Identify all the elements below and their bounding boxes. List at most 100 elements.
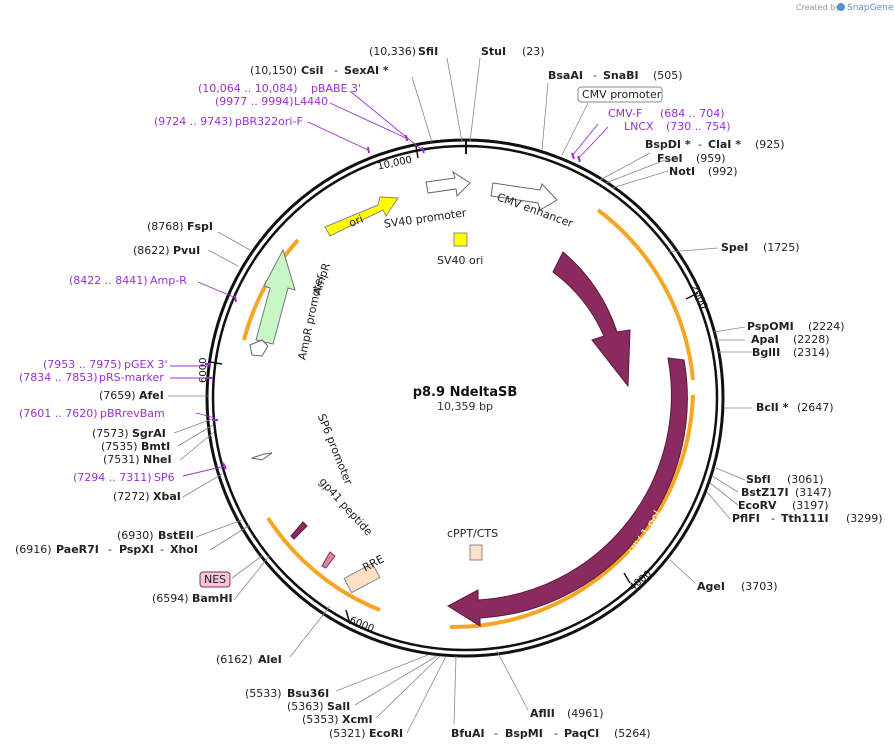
site-bcli[interactable]: BclI * (756, 401, 789, 414)
primer-prsmarker[interactable]: pRS-marker (99, 371, 164, 384)
tick-4000 (623, 572, 631, 584)
primer-lncx[interactable]: LNCX (624, 120, 654, 133)
site-pspxi[interactable]: PspXI (119, 543, 154, 556)
site-paer7i-sep: - (108, 543, 112, 556)
site-pos-agei: (3703) (741, 580, 778, 593)
site-bspdi[interactable]: BspDI * (645, 138, 691, 151)
site-aflii[interactable]: AflII (530, 707, 555, 720)
primer-pos-sp6: (7294 .. 7311) (73, 471, 152, 484)
sv40-ori-box[interactable] (453, 232, 468, 247)
tick-label-6000-left: 6000 (198, 358, 209, 383)
primer-pbabe3[interactable]: pBABE 3' (311, 82, 361, 95)
primer-sp6[interactable]: SP6 (154, 471, 175, 484)
site-csii[interactable]: CsiI (301, 64, 323, 77)
primer-cmvf[interactable]: CMV-F (608, 107, 642, 120)
site-ecori[interactable]: EcoRI (369, 727, 403, 740)
site-pos-sfii: (10,336) (369, 45, 416, 58)
hiv-pol-arrow[interactable] (447, 357, 688, 627)
ampr-arrow[interactable] (255, 248, 296, 345)
site-pos-fspi: (8768) (147, 220, 184, 233)
sp6-promoter-arrow[interactable] (250, 452, 273, 461)
site-sexai[interactable]: SexAI * (344, 64, 389, 77)
site-bfuai[interactable]: BfuAI (451, 727, 485, 740)
gp41-secondary-arrow[interactable] (321, 551, 336, 569)
ori-arrow[interactable] (324, 196, 399, 237)
created-by-label: Created by (796, 3, 840, 12)
hiv-gag-arrow[interactable] (552, 251, 631, 388)
cmv-enhancer-arrow[interactable] (490, 182, 558, 211)
site-pos-bsaai: (505) (653, 69, 683, 82)
sv40-promoter-arrow[interactable] (425, 170, 471, 198)
site-pos-paer7i: (6916) (15, 543, 52, 556)
primer-markers (205, 134, 581, 470)
primer-pos-pbr322: (9724 .. 9743) (154, 115, 233, 128)
sv40-promoter-label: SV40 promoter (383, 206, 468, 230)
site-pos-ecorv: (3197) (792, 499, 829, 512)
site-fsei[interactable]: FseI (657, 152, 683, 165)
primer-pbr322[interactable]: pBR322ori-F (235, 115, 303, 128)
ampr-promoter-arrow[interactable] (249, 339, 269, 357)
site-sbfi[interactable]: SbfI (746, 473, 771, 486)
primer-l4440[interactable]: L4440 (294, 95, 328, 108)
site-noti[interactable]: NotI (669, 165, 695, 178)
site-tth111i[interactable]: Tth111I (781, 512, 829, 525)
site-bspmi-sep: - (554, 727, 558, 740)
cppt-box[interactable] (469, 544, 483, 561)
cmv-promoter-tag[interactable] (577, 86, 663, 103)
site-paqci[interactable]: PaqCI (564, 727, 599, 740)
site-snabi[interactable]: SnaBI (603, 69, 639, 82)
primer-pgex3[interactable]: pGEX 3' (124, 358, 168, 371)
site-pos-bamhi: (6594) (152, 592, 189, 605)
site-sali[interactable]: SalI (327, 700, 350, 713)
site-xcmi[interactable]: XcmI (342, 713, 373, 726)
site-pos-nhei: (7531) (103, 453, 140, 466)
site-bsteii[interactable]: BstEII (158, 529, 194, 542)
site-xhoi[interactable]: XhoI (170, 543, 198, 556)
site-nhei[interactable]: NheI (143, 453, 172, 466)
leader-lines (168, 57, 752, 734)
site-bstz17i[interactable]: BstZ17I (741, 486, 789, 499)
site-bsu36i[interactable]: Bsu36I (287, 687, 329, 700)
site-xbai[interactable]: XbaI (153, 490, 181, 503)
orf-arc-env (266, 516, 381, 612)
site-apai[interactable]: ApaI (751, 333, 779, 346)
site-spei[interactable]: SpeI (721, 241, 748, 254)
tick-6000-left (209, 361, 223, 365)
nes-tag-label: NES (204, 573, 226, 586)
gp41-peptide-arrow[interactable] (290, 521, 308, 540)
rre-box[interactable] (343, 562, 381, 594)
site-pos-bstz17i: (3147) (795, 486, 832, 499)
tick-6000-bottom (345, 609, 351, 625)
site-bglii[interactable]: BglII (752, 346, 780, 359)
site-clai[interactable]: ClaI * (708, 138, 741, 151)
site-pvui[interactable]: PvuI (173, 244, 200, 257)
site-agei[interactable]: AgeI (697, 580, 725, 593)
site-stui[interactable]: StuI (481, 45, 506, 58)
site-pos-fsei: (959) (696, 152, 726, 165)
site-sgrai[interactable]: SgrAI (132, 427, 166, 440)
site-bsaai[interactable]: BsaAI (548, 69, 583, 82)
tick-label-2000: 2000 (689, 283, 709, 311)
site-bamhi[interactable]: BamHI (192, 592, 233, 605)
site-ecorv[interactable]: EcoRV (738, 499, 777, 512)
primer-pbrrevbam[interactable]: pBRrevBam (100, 407, 165, 420)
tick-label-10000: 10,000 (377, 155, 414, 173)
site-sfii[interactable]: SfiI (418, 45, 438, 58)
site-bmti[interactable]: BmtI (141, 440, 170, 453)
primer-pos-pgex3: (7953 .. 7975) (43, 358, 122, 371)
cmv-promoter-tag-label: CMV promoter (582, 88, 662, 101)
site-pflfi[interactable]: PflFI (732, 512, 760, 525)
tick-2000 (685, 292, 699, 300)
site-pos-pspomi: (2224) (808, 320, 845, 333)
nes-tag[interactable] (199, 571, 231, 588)
site-pos-ecori: (5321) (329, 727, 366, 740)
site-alei[interactable]: AleI (258, 653, 282, 666)
site-bspmi[interactable]: BspMI (505, 727, 543, 740)
site-fspi[interactable]: FspI (187, 220, 213, 233)
site-afei[interactable]: AfeI (139, 389, 164, 402)
primer-ampr[interactable]: Amp-R (150, 274, 187, 287)
site-paer7i[interactable]: PaeR7I (56, 543, 99, 556)
plasmid-length: 10,359 bp (437, 400, 493, 413)
site-pspomi[interactable]: PspOMI (747, 320, 794, 333)
